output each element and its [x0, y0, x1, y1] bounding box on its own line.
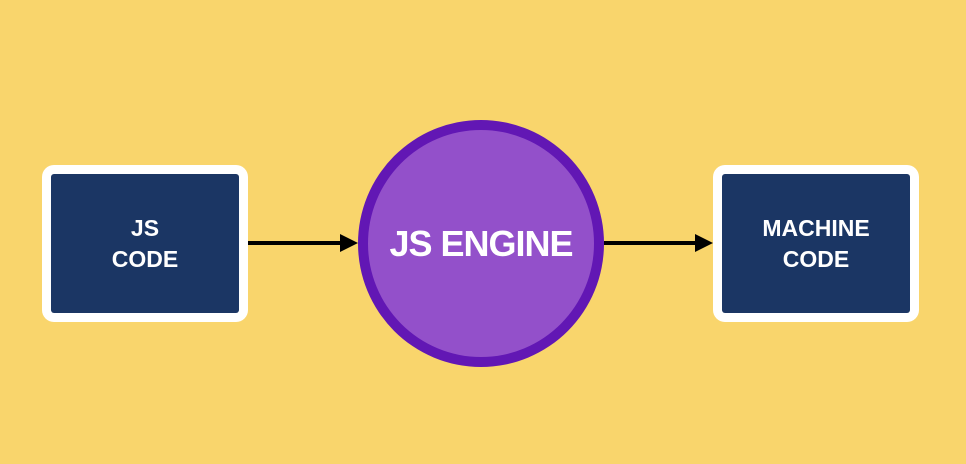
js-engine-label: JS ENGINE — [389, 222, 573, 264]
machine-code-line1: MACHINE — [762, 214, 870, 241]
machine-code-node-inner: MACHINE CODE — [722, 174, 910, 313]
js-code-node: JS CODE — [42, 165, 248, 322]
js-engine-node: JS ENGINE — [358, 120, 604, 367]
machine-code-line2: CODE — [782, 245, 850, 272]
js-code-node-inner: JS CODE — [51, 174, 239, 313]
js-code-line2: CODE — [111, 245, 179, 272]
arrow-engine-to-machine-code — [604, 234, 713, 252]
js-code-line1: JS — [130, 214, 160, 241]
arrow-code-to-engine — [248, 234, 358, 252]
machine-code-node: MACHINE CODE — [713, 165, 919, 322]
